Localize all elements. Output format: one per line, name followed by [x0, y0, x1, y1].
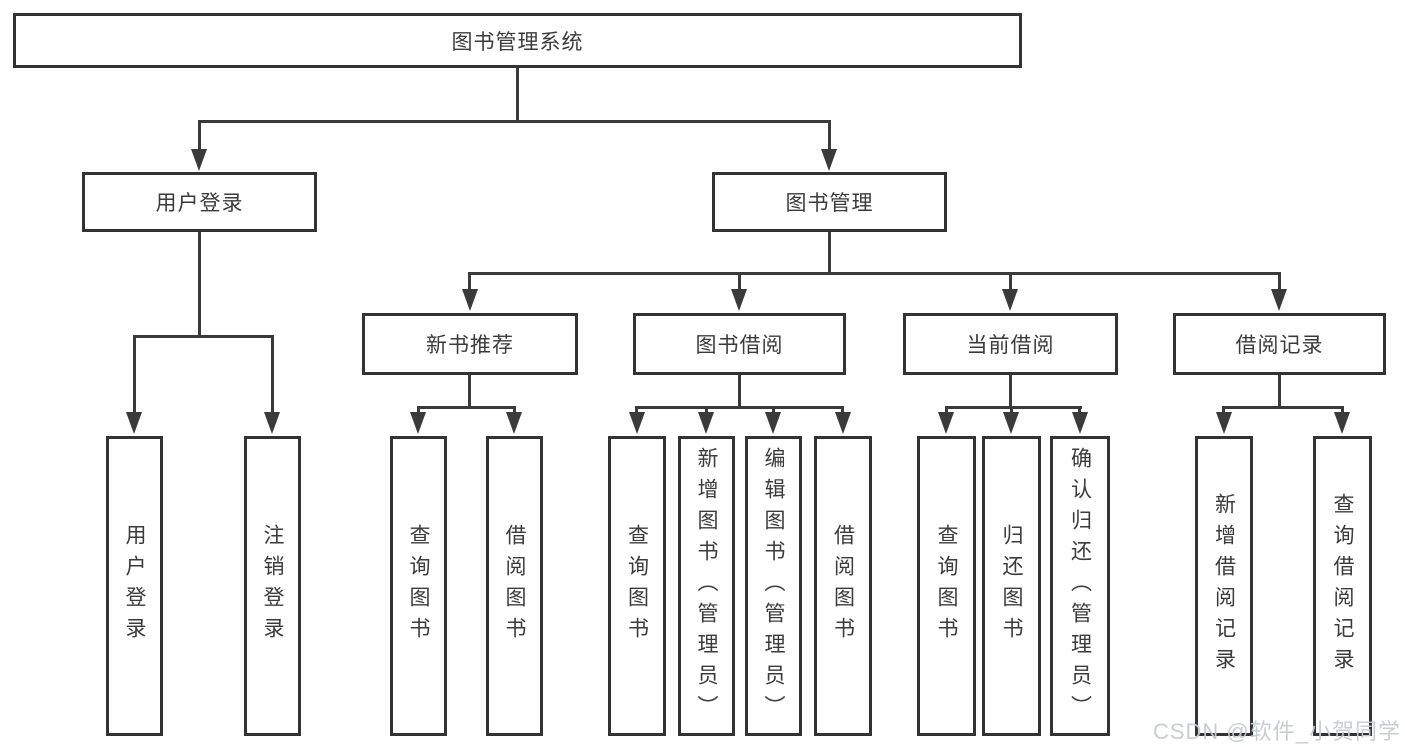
connector-arrowhead: [731, 289, 747, 311]
leaf-edit-book-admin-label: 编辑图书（管理员）: [762, 446, 785, 726]
connector-line: [469, 272, 1281, 275]
connector-arrowhead: [264, 412, 280, 434]
leaf-query-books-recommend: 查询图书: [390, 436, 447, 736]
node-root-label: 图书管理系统: [451, 30, 584, 54]
leaf-logout-label: 注销登录: [261, 524, 284, 648]
connector-line: [468, 272, 471, 292]
connector-line: [198, 232, 201, 338]
connector-line: [828, 232, 831, 275]
connector-line: [1278, 272, 1281, 292]
connector-arrowhead: [1334, 412, 1350, 434]
connector-arrowhead: [506, 412, 522, 434]
connector-arrowhead: [1271, 289, 1287, 311]
leaf-query-books-current: 查询图书: [917, 436, 976, 736]
connector-arrowhead: [126, 412, 142, 434]
node-new-book-recommendation-label: 新书推荐: [426, 334, 514, 357]
leaf-return-books: 归还图书: [982, 436, 1041, 736]
leaf-query-books-borrowing: 查询图书: [608, 436, 666, 736]
connector-arrowhead: [938, 412, 954, 434]
leaf-return-books-label: 归还图书: [1000, 524, 1023, 648]
csdn-watermark: CSDN @软件_小贺同学: [1152, 719, 1401, 744]
connector-line: [1278, 375, 1281, 409]
connector-line: [417, 406, 516, 409]
connector-line: [828, 120, 831, 154]
node-borrowing-records: 借阅记录: [1173, 313, 1386, 375]
connector-line: [468, 375, 471, 409]
leaf-borrow-books-borrowing: 借阅图书: [814, 436, 872, 736]
node-user-login: 用户登录: [82, 172, 317, 232]
leaf-query-books-borrowing-label: 查询图书: [625, 524, 649, 648]
connector-arrowhead: [1216, 412, 1232, 434]
connector-arrowhead: [1003, 412, 1019, 434]
leaf-add-book-admin-label: 新增图书（管理员）: [695, 446, 718, 726]
connector-line: [1009, 375, 1012, 409]
connector-line: [271, 335, 274, 415]
leaf-add-borrow-record: 新增借阅记录: [1195, 436, 1253, 736]
leaf-query-borrow-record: 查询借阅记录: [1313, 436, 1372, 736]
connector-arrowhead: [1072, 412, 1088, 434]
node-borrowing-records-label: 借阅记录: [1235, 334, 1324, 357]
leaf-add-book-admin: 新增图书（管理员）: [678, 436, 735, 736]
node-current-borrowing-label: 当前借阅: [966, 334, 1055, 357]
node-new-book-recommendation: 新书推荐: [362, 313, 578, 375]
connector-arrowhead: [765, 412, 781, 434]
leaf-user-login-label: 用户登录: [123, 524, 146, 648]
leaf-confirm-return-admin-label: 确认归还（管理员）: [1068, 446, 1092, 726]
leaf-edit-book-admin: 编辑图书（管理员）: [745, 436, 802, 736]
node-current-borrowing: 当前借阅: [903, 313, 1118, 375]
leaf-add-borrow-record-label: 新增借阅记录: [1212, 493, 1236, 679]
connector-arrowhead: [629, 412, 645, 434]
connector-line: [133, 335, 136, 415]
connector-line: [738, 272, 741, 292]
leaf-logout: 注销登录: [244, 436, 301, 736]
leaf-borrow-books-borrowing-label: 借阅图书: [831, 524, 855, 648]
leaf-borrow-books-recommend: 借阅图书: [486, 436, 543, 736]
leaf-query-books-current-label: 查询图书: [935, 524, 958, 648]
node-root: 图书管理系统: [13, 13, 1022, 68]
node-book-management-label: 图书管理: [785, 192, 874, 215]
leaf-query-books-recommend-label: 查询图书: [407, 524, 430, 648]
connector-line: [945, 406, 1082, 409]
connector-arrowhead: [835, 412, 851, 434]
connector-arrowhead: [462, 289, 478, 311]
connector-line: [198, 120, 201, 154]
connector-arrowhead: [698, 412, 714, 434]
leaf-confirm-return-admin: 确认归还（管理员）: [1050, 436, 1110, 736]
node-book-borrowing-label: 图书借阅: [695, 334, 784, 357]
connector-line: [516, 68, 519, 122]
connector-arrowhead: [821, 149, 837, 171]
connector-arrowhead: [191, 149, 207, 171]
connector-line: [1009, 272, 1012, 292]
connector-line: [133, 335, 274, 338]
leaf-borrow-books-recommend-label: 借阅图书: [503, 524, 526, 648]
leaf-query-borrow-record-label: 查询借阅记录: [1331, 493, 1354, 679]
node-user-login-label: 用户登录: [155, 192, 244, 215]
node-book-management: 图书管理: [712, 172, 947, 232]
connector-arrowhead: [1002, 289, 1018, 311]
connector-line: [635, 406, 844, 409]
connector-line: [738, 375, 741, 409]
node-book-borrowing: 图书借阅: [633, 313, 846, 375]
connector-line: [198, 120, 831, 123]
connector-arrowhead: [410, 412, 426, 434]
leaf-user-login: 用户登录: [106, 436, 163, 736]
connector-line: [1222, 406, 1344, 409]
